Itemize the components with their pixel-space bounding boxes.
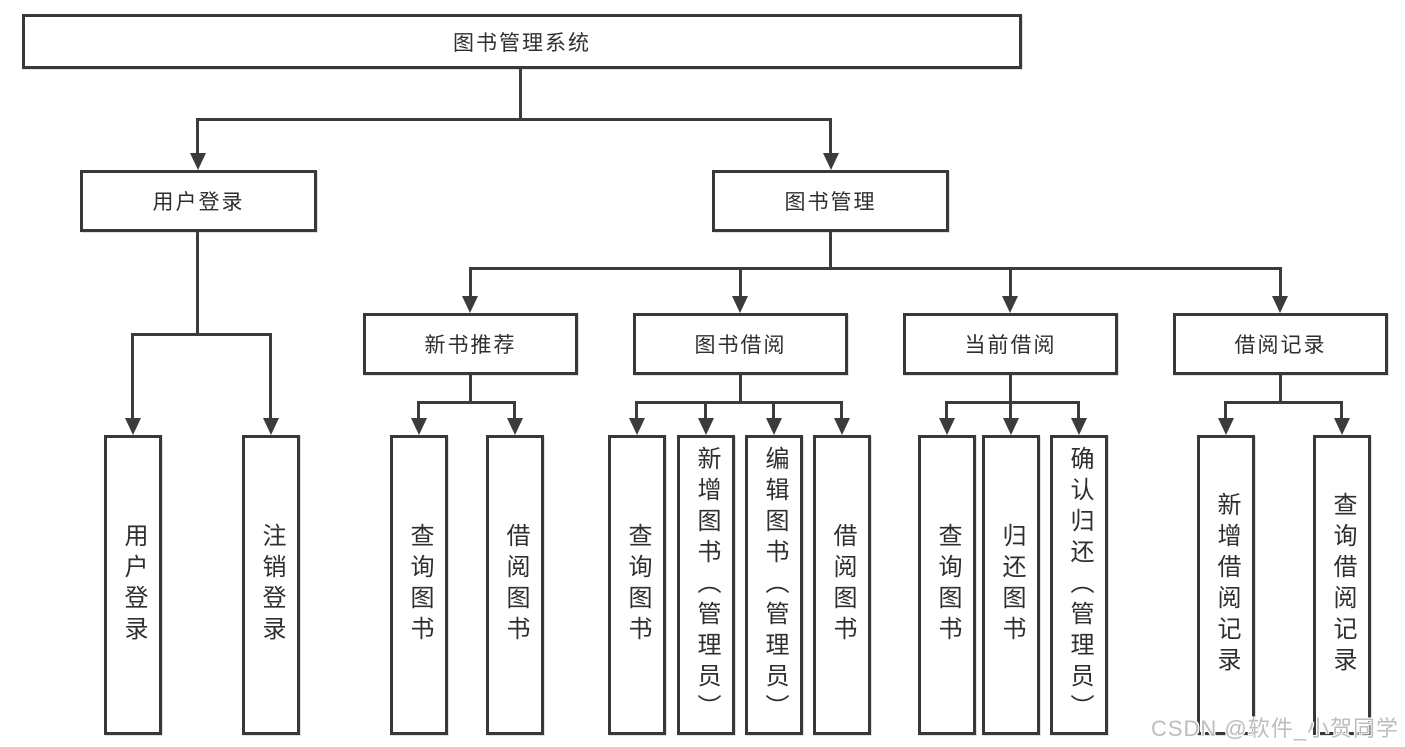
connector-new-books-split <box>417 401 516 404</box>
node-current-label: 当前借阅 <box>964 334 1057 357</box>
leaf-borrow-add-label: 新增图书（管理员） <box>693 445 720 725</box>
connector-to-leaf-borrow-3 <box>840 401 843 421</box>
leaf-user-login: 用户登录 <box>104 435 162 735</box>
leaf-newbooks-query-label: 查询图书 <box>406 523 433 647</box>
connector-to-records <box>1279 267 1282 299</box>
node-book-mgmt-label: 图书管理 <box>784 191 877 214</box>
connector-to-leaf-current-1 <box>1009 401 1012 421</box>
leaf-current-query-label: 查询图书 <box>934 523 961 647</box>
leaf-borrow-query: 查询图书 <box>608 435 666 735</box>
connector-records-split <box>1224 401 1343 404</box>
connector-root-split <box>197 118 832 121</box>
arrow-to-leaf-borrow-0 <box>629 418 645 435</box>
connector-borrow-down <box>739 375 742 403</box>
node-root-label: 图书管理系统 <box>453 31 591 55</box>
arrow-to-book-mgmt <box>823 153 839 170</box>
connector-to-leaf-borrow-0 <box>635 401 638 421</box>
leaf-borrow-edit-label: 编辑图书（管理员） <box>761 445 788 725</box>
node-current: 当前借阅 <box>903 313 1118 375</box>
leaf-current-confirm: 确认归还（管理员） <box>1050 435 1108 735</box>
csdn-watermark: CSDN @软件_小贺同学 <box>1150 716 1399 741</box>
leaf-newbooks-borrow-label: 借阅图书 <box>502 523 529 647</box>
connector-to-leaf-current-2 <box>1077 401 1080 421</box>
connector-to-leaf-borrow-2 <box>772 401 775 421</box>
node-book-mgmt: 图书管理 <box>712 170 949 232</box>
connector-to-user-login <box>196 118 199 158</box>
connector-to-book-mgmt <box>829 118 832 158</box>
connector-new-books-down <box>469 375 472 403</box>
arrow-to-leaf-login-0 <box>125 418 141 435</box>
connector-book-mgmt-down <box>829 232 832 269</box>
arrow-to-leaf-borrow-3 <box>834 418 850 435</box>
connector-to-leaf-records-1 <box>1340 401 1343 421</box>
arrow-to-leaf-login-1 <box>263 418 279 435</box>
node-user-login-label: 用户登录 <box>152 191 245 214</box>
connector-to-leaf-current-0 <box>945 401 948 421</box>
leaf-borrow-add: 新增图书（管理员） <box>677 435 735 735</box>
leaf-records-add-label: 新增借阅记录 <box>1213 492 1240 678</box>
connector-to-leaf-login-0 <box>131 333 134 421</box>
connector-to-leaf-newbooks-1 <box>513 401 516 421</box>
arrow-to-leaf-borrow-1 <box>698 418 714 435</box>
arrow-to-leaf-records-0 <box>1218 418 1234 435</box>
leaf-borrow-edit: 编辑图书（管理员） <box>745 435 803 735</box>
arrow-to-current <box>1002 296 1018 313</box>
leaf-current-query: 查询图书 <box>918 435 976 735</box>
leaf-logout: 注销登录 <box>242 435 300 735</box>
node-user-login: 用户登录 <box>80 170 317 232</box>
connector-to-current <box>1009 267 1012 299</box>
arrow-to-records <box>1272 296 1288 313</box>
node-new-books-label: 新书推荐 <box>424 334 517 357</box>
leaf-records-query-label: 查询借阅记录 <box>1329 492 1356 678</box>
node-new-books: 新书推荐 <box>363 313 578 375</box>
connector-to-leaf-borrow-1 <box>704 401 707 421</box>
arrow-to-user-login <box>190 153 206 170</box>
node-records-label: 借阅记录 <box>1234 334 1327 357</box>
arrow-to-leaf-newbooks-1 <box>507 418 523 435</box>
connector-records-down <box>1279 375 1282 403</box>
connector-user-login-split <box>131 333 272 336</box>
connector-user-login-down <box>196 232 199 335</box>
arrow-to-new-books <box>462 296 478 313</box>
connector-book-mgmt-split <box>469 267 1282 270</box>
arrow-to-borrow <box>732 296 748 313</box>
arrow-to-leaf-newbooks-0 <box>411 418 427 435</box>
connector-root-down <box>519 69 522 120</box>
leaf-current-confirm-label: 确认归还（管理员） <box>1066 445 1093 725</box>
leaf-user-login-label: 用户登录 <box>120 523 147 647</box>
leaf-records-query: 查询借阅记录 <box>1313 435 1371 735</box>
arrow-to-leaf-current-0 <box>939 418 955 435</box>
leaf-logout-label: 注销登录 <box>258 523 285 647</box>
arrow-to-leaf-current-2 <box>1071 418 1087 435</box>
connector-to-borrow <box>739 267 742 299</box>
leaf-borrow-query-label: 查询图书 <box>624 523 651 647</box>
node-records: 借阅记录 <box>1173 313 1388 375</box>
leaf-borrow-borrow: 借阅图书 <box>813 435 871 735</box>
connector-current-split <box>945 401 1080 404</box>
leaf-current-return-label: 归还图书 <box>998 523 1025 647</box>
leaf-newbooks-borrow: 借阅图书 <box>486 435 544 735</box>
node-borrow: 图书借阅 <box>633 313 848 375</box>
leaf-newbooks-query: 查询图书 <box>390 435 448 735</box>
connector-borrow-split <box>635 401 843 404</box>
connector-to-new-books <box>469 267 472 299</box>
connector-to-leaf-records-0 <box>1224 401 1227 421</box>
arrow-to-leaf-current-1 <box>1003 418 1019 435</box>
leaf-records-add: 新增借阅记录 <box>1197 435 1255 735</box>
connector-to-leaf-newbooks-0 <box>417 401 420 421</box>
node-borrow-label: 图书借阅 <box>694 334 787 357</box>
node-root: 图书管理系统 <box>22 14 1022 69</box>
connector-current-down <box>1009 375 1012 403</box>
leaf-current-return: 归还图书 <box>982 435 1040 735</box>
arrow-to-leaf-records-1 <box>1334 418 1350 435</box>
leaf-borrow-borrow-label: 借阅图书 <box>829 523 856 647</box>
connector-to-leaf-login-1 <box>269 333 272 421</box>
arrow-to-leaf-borrow-2 <box>766 418 782 435</box>
